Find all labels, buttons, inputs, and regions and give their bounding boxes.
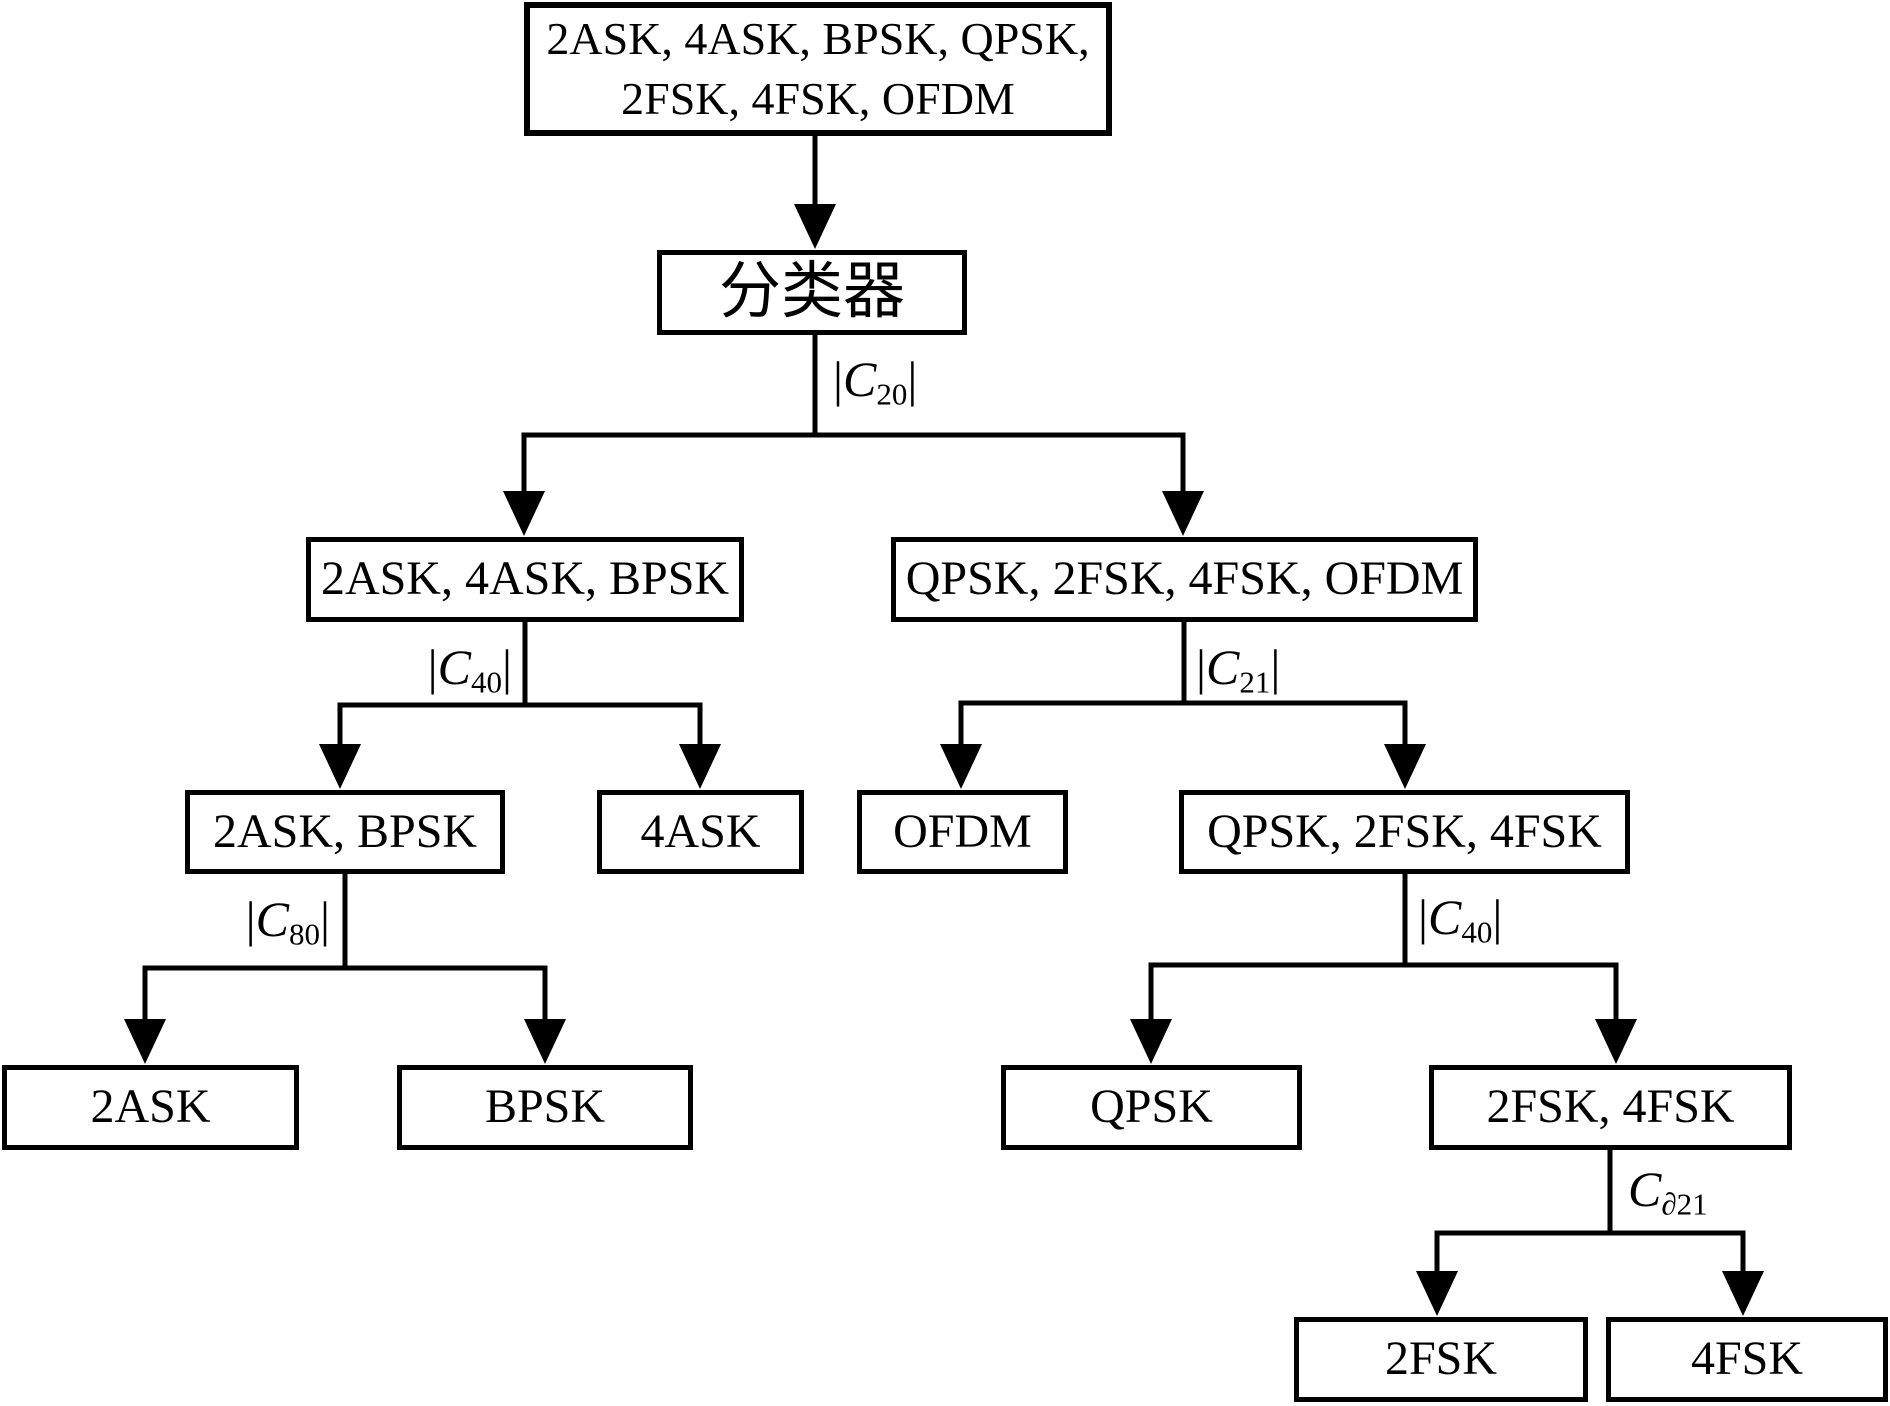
edge-label-c-partial-21-subscript: ∂21 (1661, 1186, 1708, 1222)
node-leaf-2fsk: 2FSK (1294, 1317, 1588, 1402)
edge-label-c40-left-subscript: 40 (470, 664, 502, 700)
arrowhead-4ask (679, 744, 721, 789)
node-root-line2: 2FSK, 4FSK, OFDM (621, 73, 1015, 124)
edge-label-c40-left: |C40| (390, 639, 512, 698)
edge-label-c40-right: |C40| (1418, 889, 1503, 948)
edge-label-c21-close: | (1270, 639, 1281, 695)
arrowhead-qfsk (1384, 744, 1426, 789)
node-4ask: 4ASK (597, 790, 804, 874)
node-classifier: 分类器 (657, 250, 967, 335)
arrowhead-qpsk (1130, 1019, 1172, 1064)
edge-label-c21: |C21| (1196, 639, 1281, 698)
edge-label-c80-close: | (319, 891, 330, 947)
edge-label-c20-open: | (833, 351, 844, 407)
arrowhead-l2left (503, 491, 545, 536)
edge-label-c-partial-21-symbol: C (1628, 1161, 1662, 1217)
edge-label-c80: |C80| (210, 891, 330, 950)
edge-label-c20: |C20| (833, 351, 918, 410)
node-root-all-signals: 2ASK, 4ASK, BPSK, QPSK, 2FSK, 4FSK, OFDM (524, 2, 1112, 136)
edge-label-c40-left-close: | (501, 639, 512, 695)
node-qpsk-2fsk-4fsk: QPSK, 2FSK, 4FSK (1179, 790, 1630, 874)
edge-label-c20-subscript: 20 (876, 376, 908, 412)
edge-label-c40-left-symbol: C (437, 639, 471, 695)
node-leaf-bpsk: BPSK (397, 1065, 693, 1150)
edge-label-c80-symbol: C (255, 891, 289, 947)
edge-label-c21-open: | (1196, 639, 1207, 695)
arrowhead-4fsk (1722, 1271, 1764, 1316)
edge-label-c-partial-21: C∂21 (1628, 1161, 1708, 1220)
node-leaf-2ask: 2ASK (2, 1065, 299, 1150)
edge-label-c40-right-open: | (1418, 889, 1429, 945)
node-2ask-bpsk: 2ASK, BPSK (185, 790, 505, 874)
edge-label-c40-right-symbol: C (1428, 889, 1462, 945)
arrowhead-ofdm (940, 744, 982, 789)
arrowhead-askbpsk (319, 744, 361, 789)
arrowhead-2ask (124, 1019, 166, 1064)
edge-label-c40-right-close: | (1492, 889, 1503, 945)
edge-label-c40-right-subscript: 40 (1461, 914, 1493, 950)
node-2fsk-4fsk: 2FSK, 4FSK (1429, 1065, 1792, 1150)
node-root-line1: 2ASK, 4ASK, BPSK, QPSK, (546, 13, 1090, 64)
arrowhead-bpsk (524, 1019, 566, 1064)
edge-label-c20-symbol: C (843, 351, 877, 407)
arrowhead-l2right (1162, 491, 1204, 536)
arrowhead-classifier (794, 204, 836, 249)
node-qpsk-2fsk-4fsk-ofdm: QPSK, 2FSK, 4FSK, OFDM (891, 537, 1478, 622)
node-2ask-4ask-bpsk: 2ASK, 4ASK, BPSK (306, 537, 744, 622)
edge-label-c20-close: | (907, 351, 918, 407)
node-leaf-qpsk: QPSK (1001, 1065, 1302, 1150)
edge-label-c21-subscript: 21 (1239, 664, 1271, 700)
edge-label-c80-subscript: 80 (288, 916, 320, 952)
edge-label-c40-left-open: | (427, 639, 438, 695)
arrowhead-2fsk (1416, 1271, 1458, 1316)
edge-label-c80-open: | (245, 891, 256, 947)
node-leaf-4fsk: 4FSK (1606, 1317, 1888, 1402)
node-ofdm: OFDM (857, 790, 1068, 874)
arrowhead-fsk24 (1595, 1019, 1637, 1064)
edge-label-c21-symbol: C (1206, 639, 1240, 695)
